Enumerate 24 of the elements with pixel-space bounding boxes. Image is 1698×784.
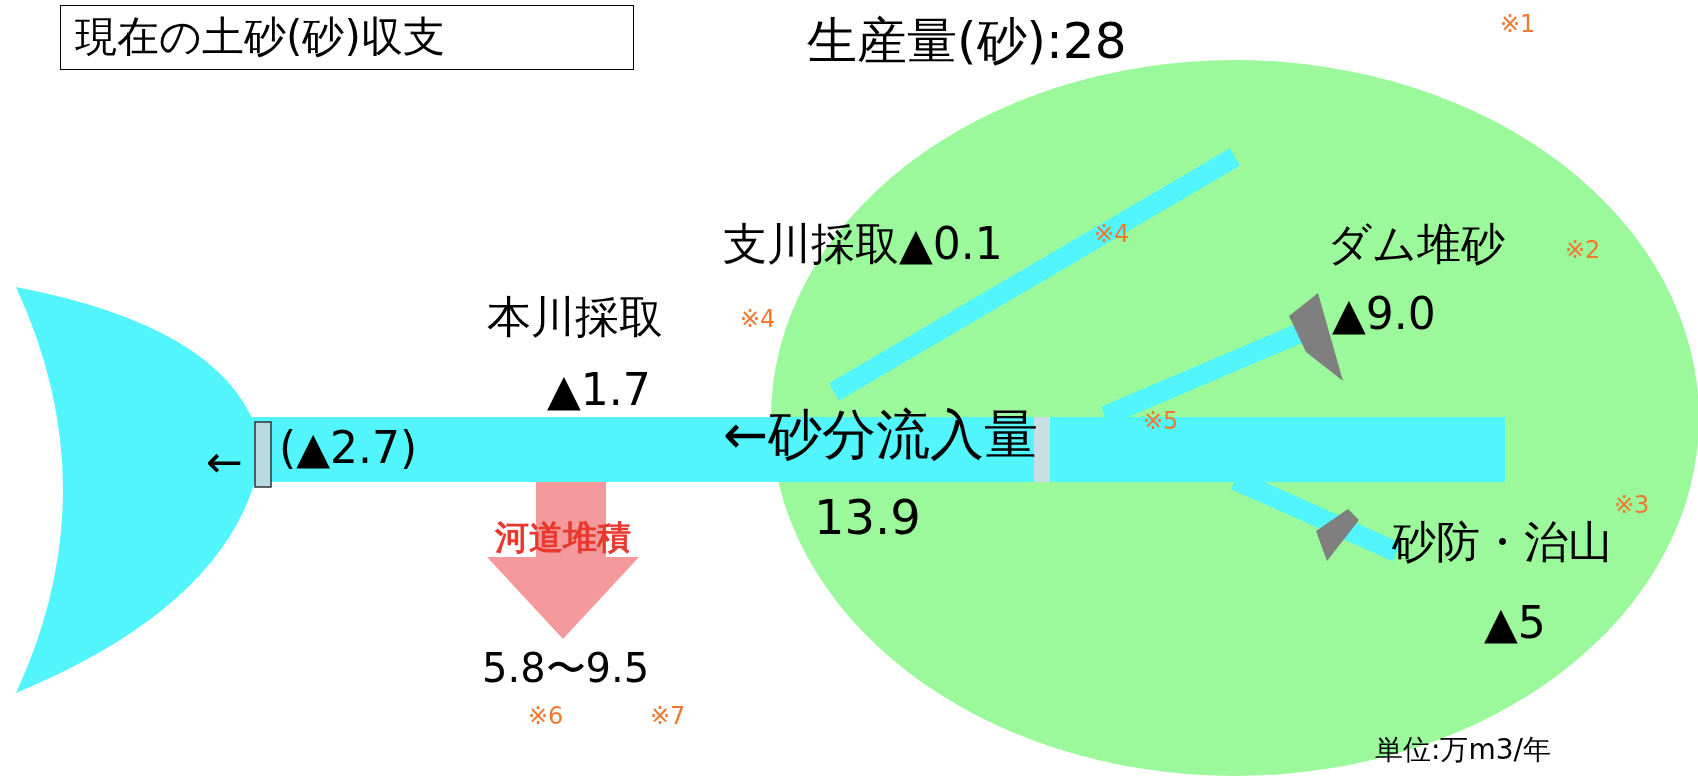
footnote-mark: ※1 bbox=[1500, 12, 1536, 36]
footnote-mark: ※4 bbox=[740, 307, 776, 331]
footnote-mark: ※7 bbox=[650, 704, 686, 728]
value-label: (▲2.7) bbox=[279, 426, 418, 470]
value-label: 13.9 bbox=[814, 493, 921, 541]
dam-label: ダム堆砂 bbox=[1327, 222, 1505, 266]
inflow-label: ←砂分流入量 bbox=[723, 408, 1039, 462]
withdrawal-label: 支川採取▲0.1 bbox=[723, 222, 1003, 266]
title-box bbox=[60, 5, 634, 70]
footnote-mark: ※6 bbox=[528, 704, 564, 728]
title-text: 現在の土砂(砂)収支 bbox=[75, 16, 445, 58]
footnote-mark: ※2 bbox=[1565, 238, 1601, 262]
footnote-mark: ※3 bbox=[1614, 493, 1650, 517]
value-label: ▲5 bbox=[1484, 601, 1546, 645]
value-range: 5.8〜9.5 bbox=[482, 648, 650, 688]
erosion-control-label: 砂防・治山 bbox=[1392, 520, 1612, 564]
footnote-mark: ※4 bbox=[1094, 222, 1130, 246]
area-heading: 生産量(砂):28 bbox=[807, 16, 1127, 66]
footnote-mark: ※5 bbox=[1143, 409, 1179, 433]
unit-note: 単位:万m3/年 bbox=[1375, 736, 1551, 764]
value-label: ▲9.0 bbox=[1332, 292, 1436, 336]
value-label: ▲1.7 bbox=[547, 368, 651, 412]
direction-arrow: ← bbox=[206, 440, 243, 484]
withdrawal-label: 本川採取 bbox=[487, 295, 663, 339]
